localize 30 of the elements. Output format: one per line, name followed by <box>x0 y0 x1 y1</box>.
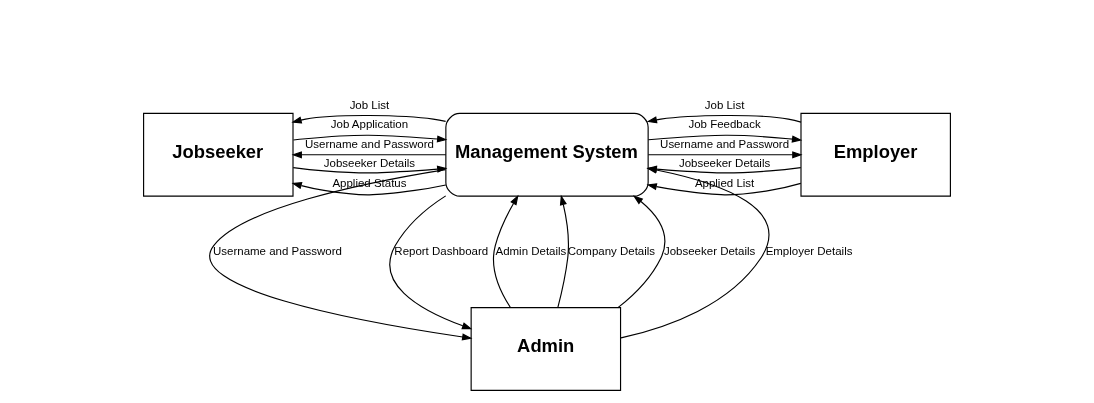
arrow <box>646 114 802 124</box>
edge-label: Report Dashboard <box>394 244 489 257</box>
edge-label: Jobseeker Details <box>663 244 756 257</box>
arrow <box>291 114 447 124</box>
node-box: Admin <box>470 307 622 391</box>
node-box: Employer <box>800 112 951 197</box>
edge-label: Job List <box>349 98 390 111</box>
arrow <box>292 134 448 143</box>
edge-label: Username and Password <box>213 244 342 257</box>
arrow <box>291 182 447 196</box>
arrow <box>492 194 519 309</box>
edge-label: Applied Status <box>332 176 407 189</box>
arrow <box>557 194 570 309</box>
node-box: Management System <box>445 112 649 197</box>
edge-label: Username and Password <box>660 137 790 150</box>
edge-label: Job Feedback <box>688 118 761 131</box>
edge-label: Admin Details <box>495 244 567 257</box>
edge-label: Username and Password <box>304 137 434 150</box>
edge-label: Jobseeker Details <box>323 157 416 170</box>
arrow <box>389 195 473 330</box>
node-box: Jobseeker <box>143 112 294 197</box>
arrow <box>209 169 473 341</box>
edge-label: Job List <box>704 98 745 111</box>
edge-label: Jobseeker Details <box>678 157 771 170</box>
edge-label: Employer Details <box>765 244 853 257</box>
arrow <box>291 151 447 159</box>
arrow <box>647 134 803 143</box>
arrow <box>617 195 666 308</box>
edge-label: Job Application <box>330 118 409 131</box>
arrow <box>647 151 803 159</box>
